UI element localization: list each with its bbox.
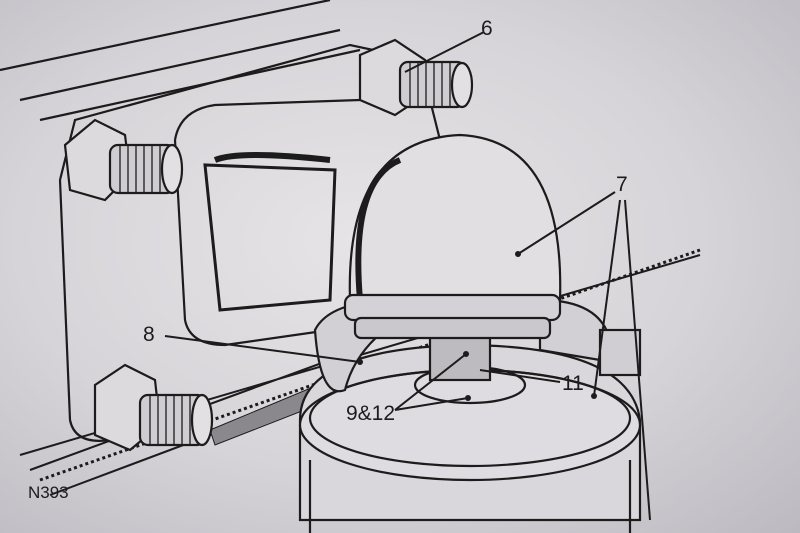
dome-cover [343, 133, 562, 340]
leader-7b [593, 199, 621, 397]
leader-8 [164, 335, 361, 363]
leader-11 [479, 369, 561, 383]
leader-9-12b [394, 397, 469, 411]
callout-7: 7 [616, 173, 628, 196]
leader-7a [517, 191, 616, 255]
callout-11: 11 [562, 372, 584, 395]
callout-8: 8 [143, 323, 155, 346]
figure-code: N393 [28, 483, 69, 502]
leader-6 [404, 31, 485, 73]
leader-lines [164, 31, 651, 521]
horn-body [298, 298, 642, 533]
bolt-bottom [93, 363, 214, 452]
callout-9-12: 9&12 [346, 402, 396, 425]
leader-9-12a [394, 353, 467, 411]
bolt-top [358, 38, 474, 117]
callout-6: 6 [481, 17, 493, 40]
bolt-left [63, 118, 184, 202]
